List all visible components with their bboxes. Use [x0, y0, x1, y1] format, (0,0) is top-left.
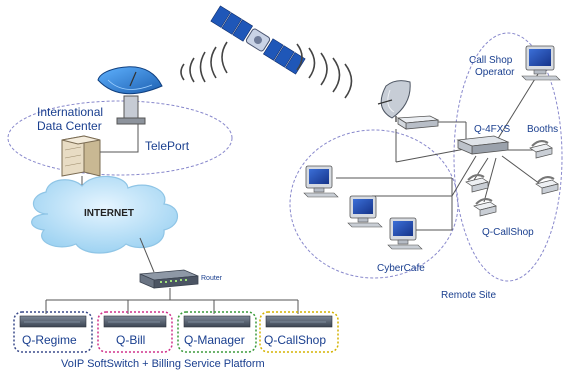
modem-icon — [396, 115, 440, 130]
q-callshop-remote-label: Q-CallShop — [482, 227, 534, 238]
module-box-q-regime — [13, 311, 93, 353]
router-bus-lines — [45, 288, 299, 314]
internet-cloud-icon — [31, 175, 179, 254]
pc-icon-cybercafe-3 — [387, 217, 423, 250]
module-box-q-bill — [97, 311, 173, 353]
module-box-q-manager — [177, 311, 257, 353]
module-label-q-regime: Q-Regime — [22, 333, 77, 347]
remote-site-label: Remote Site — [441, 290, 497, 301]
router-icon — [139, 269, 199, 289]
q4fxs-switch-icon — [456, 135, 510, 155]
cybercafe-label: CyberCafe — [377, 263, 425, 274]
remote-dish-icon — [377, 80, 411, 122]
callshop-ellipse — [453, 32, 563, 282]
teleport-dish-icon — [97, 66, 163, 125]
module-box-q-callshop — [259, 311, 339, 353]
international-label: International — [37, 105, 104, 119]
teleport-label: TelePort — [145, 139, 190, 153]
remote-network-lines — [336, 73, 541, 231]
phone-icon-2 — [465, 174, 489, 193]
q4fxs-label: Q-4FXS — [474, 124, 511, 135]
phone-icon-1 — [529, 140, 553, 159]
router-label: Router — [201, 275, 223, 282]
phone-icon-3 — [535, 176, 559, 195]
platform-caption: VoIP SoftSwitch + Billing Service Platfo… — [61, 358, 265, 370]
data-center-ellipse — [7, 100, 233, 176]
module-label-q-bill: Q-Bill — [116, 333, 146, 347]
booths-label: Booths — [527, 124, 559, 135]
pc-icon-callshop-operator — [521, 45, 561, 81]
satellite-icon — [210, 5, 306, 75]
operator-label: Operator — [475, 67, 515, 78]
signal-waves-left-icon — [180, 41, 228, 83]
phone-icon-4 — [473, 198, 497, 217]
pc-icon-cybercafe-2 — [347, 195, 383, 228]
cloud-router-link — [139, 237, 155, 273]
signal-waves-right-icon — [296, 43, 353, 99]
module-label-q-manager: Q-Manager — [184, 333, 245, 347]
data-center-server-icon — [61, 135, 101, 177]
cybercafe-ellipse — [289, 129, 459, 279]
data-center-label: Data Center — [37, 119, 102, 133]
pc-icon-cybercafe-1 — [303, 165, 339, 198]
internet-label: INTERNET — [84, 208, 134, 219]
call-shop-label: Call Shop — [469, 55, 513, 66]
server-dish-link — [100, 124, 139, 153]
module-label-q-callshop: Q-CallShop — [264, 333, 327, 347]
